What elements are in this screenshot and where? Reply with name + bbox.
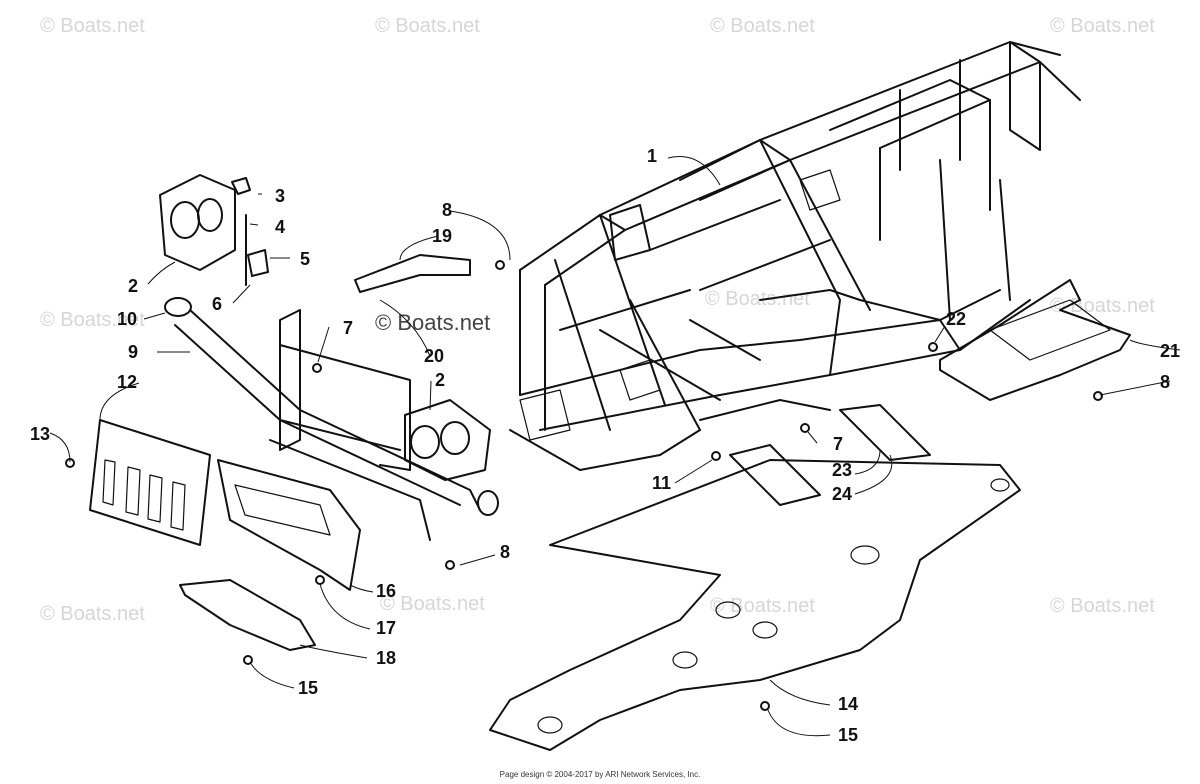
callout-5[interactable]: 5 — [300, 249, 310, 269]
callout-19[interactable]: 19 — [432, 226, 452, 246]
callout-16[interactable]: 16 — [376, 581, 396, 601]
watermark: © Boats.net — [40, 309, 145, 331]
watermark-layer: © Boats.net © Boats.net © Boats.net © Bo… — [40, 15, 1155, 625]
headlight-upper — [159, 174, 236, 271]
callout-24[interactable]: 24 — [832, 484, 852, 504]
callout-14[interactable]: 14 — [838, 694, 858, 714]
callout-13[interactable]: 13 — [30, 424, 50, 444]
callout-8[interactable]: 8 — [500, 542, 510, 562]
callout-6[interactable]: 6 — [212, 294, 222, 314]
callout-17[interactable]: 17 — [376, 618, 396, 638]
callout-7[interactable]: 7 — [343, 318, 353, 338]
footrest-right — [939, 279, 1131, 401]
callout-11[interactable]: 11 — [652, 473, 671, 493]
watermark: © Boats.net — [40, 603, 145, 625]
headlight-bracket — [269, 309, 431, 541]
bracket-19 — [354, 254, 471, 293]
callout-23[interactable]: 23 — [832, 460, 852, 480]
callout-1[interactable]: 1 — [647, 146, 657, 166]
leader-lines — [49, 156, 1181, 737]
callout-22[interactable]: 22 — [946, 309, 966, 329]
callout-7[interactable]: 7 — [833, 434, 843, 454]
watermark: © Boats.net — [375, 15, 480, 37]
headlight-lower — [404, 399, 491, 481]
watermark: © Boats.net — [1050, 595, 1155, 617]
headlight-hardware — [231, 177, 269, 286]
watermark: © Boats.net — [40, 15, 145, 37]
callout-2[interactable]: 2 — [435, 370, 445, 390]
page-footer: Page design © 2004-2017 by ARI Network S… — [499, 770, 701, 779]
callout-18[interactable]: 18 — [376, 648, 396, 668]
main-frame — [509, 41, 1081, 471]
callout-8[interactable]: 8 — [442, 200, 452, 220]
front-screen — [217, 459, 361, 591]
skid-plate — [489, 459, 1021, 751]
callout-21[interactable]: 21 — [1160, 341, 1180, 361]
watermark: © Boats.net — [1050, 15, 1155, 37]
callout-2[interactable]: 2 — [128, 276, 138, 296]
callout-3[interactable]: 3 — [275, 186, 285, 206]
callout-8[interactable]: 8 — [1160, 372, 1170, 392]
watermark-center: © Boats.net — [375, 310, 490, 335]
callout-4[interactable]: 4 — [275, 217, 285, 237]
front-skid-plate — [179, 579, 316, 651]
watermark: © Boats.net — [710, 595, 815, 617]
front-panel — [89, 419, 211, 546]
foot-pads — [729, 404, 931, 506]
callout-10[interactable]: 10 — [117, 309, 137, 329]
watermark: © Boats.net — [1050, 295, 1155, 317]
watermark: © Boats.net — [380, 593, 485, 615]
watermark: © Boats.net — [705, 288, 810, 310]
callout-12[interactable]: 12 — [117, 372, 137, 392]
callout-15[interactable]: 15 — [298, 678, 318, 698]
watermark: © Boats.net — [710, 15, 815, 37]
callout-15[interactable]: 15 — [838, 725, 858, 745]
callout-20[interactable]: 20 — [424, 346, 444, 366]
callout-9[interactable]: 9 — [128, 342, 138, 362]
callout-labels: 1 2 2 3 4 5 6 7 7 8 8 8 9 10 11 12 13 14… — [30, 146, 1180, 745]
